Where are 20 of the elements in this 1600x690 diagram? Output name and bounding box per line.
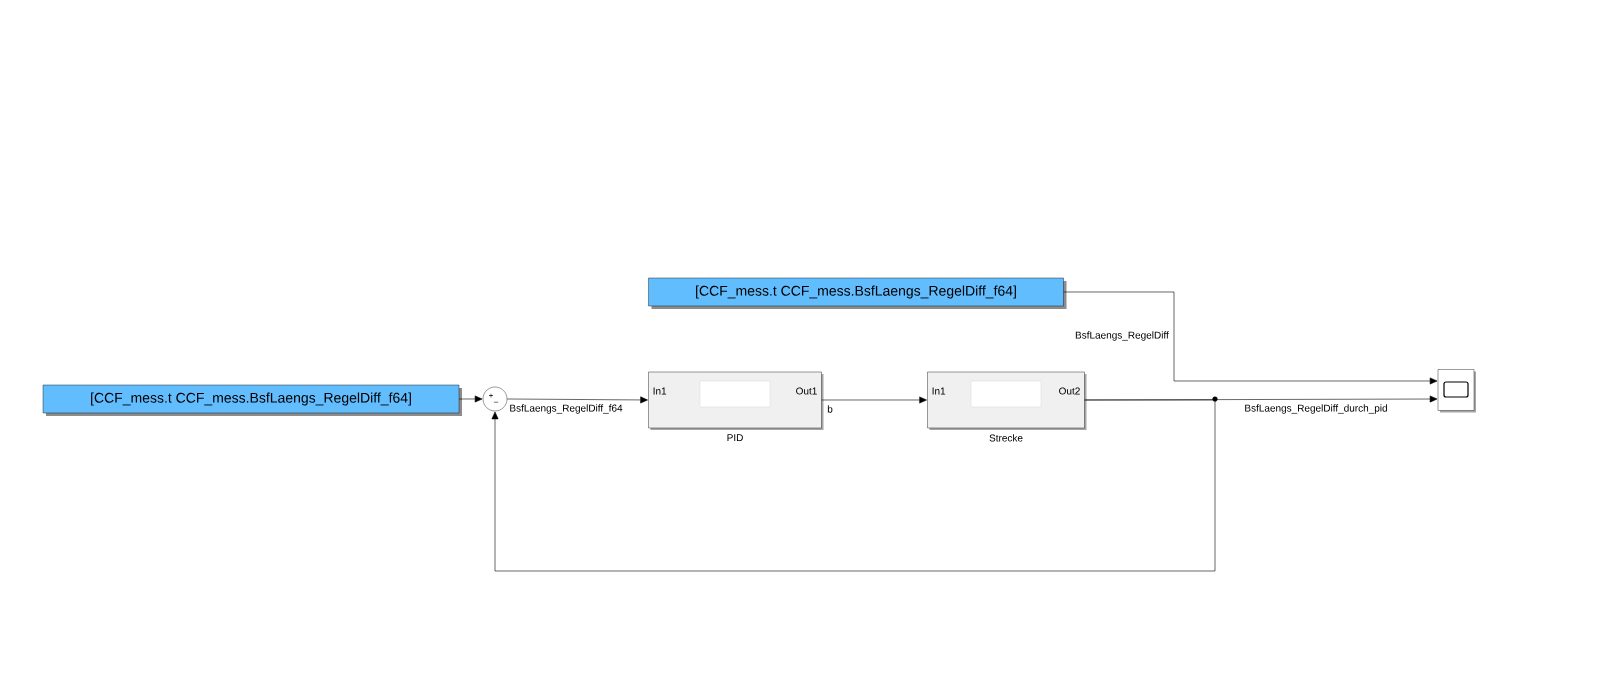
edge-label: BsfLaengs_RegelDiff — [1074, 330, 1170, 342]
block-name: Strecke — [989, 434, 1023, 442]
arrow — [491, 399, 1216, 572]
edge-label: BsfLaengs_RegelDiff_f64 — [508, 403, 624, 415]
sign-label: – — [493, 401, 499, 403]
port-label: In1 — [653, 387, 667, 395]
source-block: [CCF_mess.t CCF_mess.BsfLaengs_RegelDiff_f64] — [42, 384, 462, 416]
port-label: Out2 — [1059, 387, 1080, 395]
block-name: PID — [727, 434, 743, 442]
source-block: [CCF_mess.t CCF_mess.BsfLaengs_RegelDiff_f64] — [648, 277, 1067, 309]
arrow — [1063, 291, 1438, 385]
port-label: Out1 — [796, 387, 817, 395]
edge-label: BsfLaengs_RegelDiff_durch_pid — [1243, 403, 1389, 415]
sign-label: + — [489, 393, 493, 398]
arrow — [821, 396, 927, 404]
arrow — [458, 395, 483, 403]
edge-label: b — [826, 404, 834, 414]
scope-block — [1437, 369, 1476, 413]
port-label: In1 — [932, 387, 946, 395]
arrow — [506, 396, 648, 404]
